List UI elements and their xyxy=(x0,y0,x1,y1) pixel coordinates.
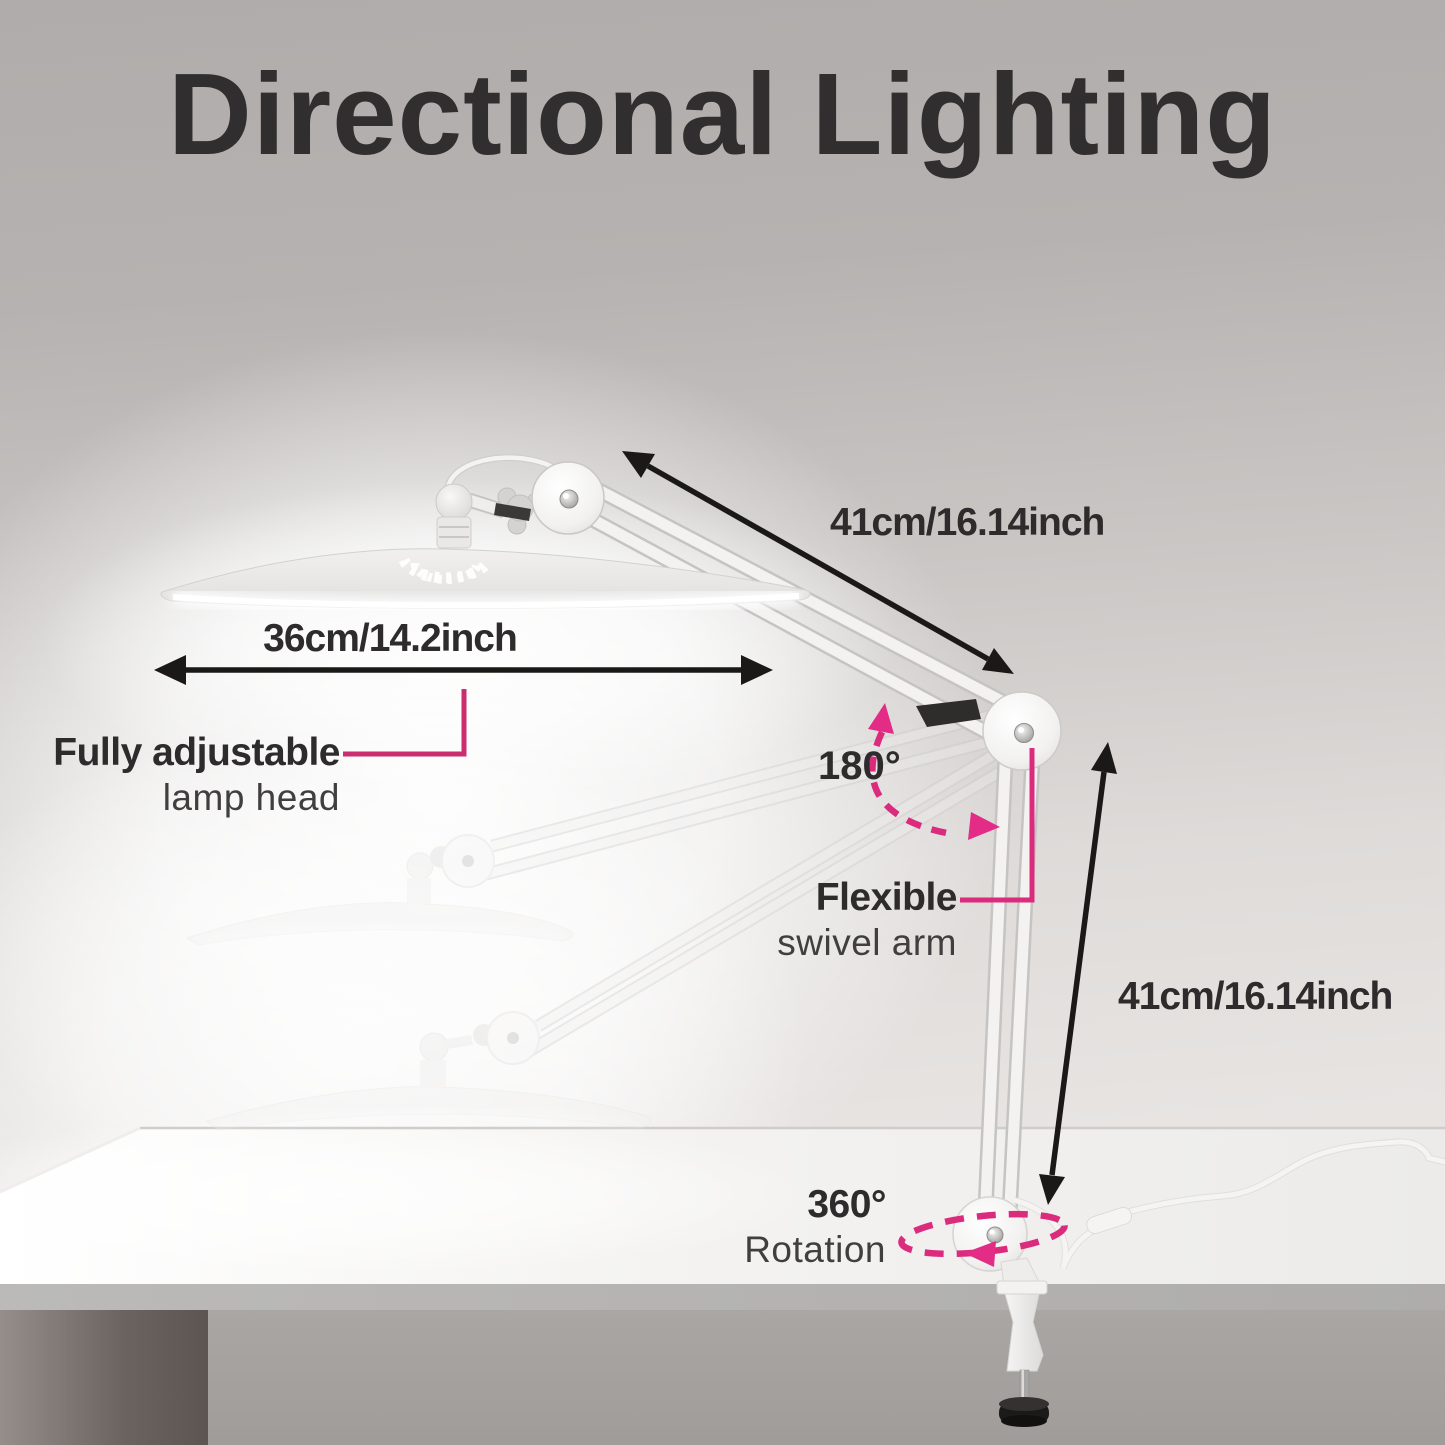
label-upper-arm-length: 41cm/16.14inch xyxy=(830,501,1105,544)
lamp-head xyxy=(160,454,811,613)
label-rotation-light: Rotation xyxy=(744,1229,886,1270)
label-head-feature-light: lamp head xyxy=(162,777,340,818)
label-arm-feature-bold: Flexible xyxy=(815,876,958,919)
desk xyxy=(0,1115,1445,1445)
arm-feature-connector xyxy=(960,748,1035,903)
lamp xyxy=(160,454,1445,1427)
swivel-arc xyxy=(868,703,1000,840)
elbow-clip xyxy=(916,699,981,727)
lower-arm xyxy=(977,737,1041,1232)
under-desk-shadow xyxy=(0,1310,208,1445)
clamp-knob xyxy=(999,1397,1049,1427)
label-arm-feature: Flexible swivel arm xyxy=(777,875,957,965)
pink-annotations xyxy=(343,689,1068,1267)
ghost-lamp-mid xyxy=(185,705,1006,946)
label-arm-feature-light: swivel arm xyxy=(777,922,957,963)
cord-switch xyxy=(1086,1206,1133,1235)
label-rotation-angle: 360° xyxy=(807,1183,886,1226)
label-head-width: 36cm/14.2inch xyxy=(263,617,518,660)
measurement-arrows xyxy=(154,451,1117,1205)
arm-length-arrow xyxy=(622,451,1014,674)
rotation-ellipse xyxy=(898,1210,1068,1267)
label-head-feature-bold: Fully adjustable xyxy=(53,731,340,774)
width-arrow xyxy=(154,655,773,685)
page-title: Directional Lighting xyxy=(167,49,1278,179)
vent-fan xyxy=(398,557,493,584)
label-head-feature: Fully adjustable lamp head xyxy=(53,730,340,820)
power-cord xyxy=(1012,1138,1445,1270)
clamp xyxy=(996,1257,1049,1427)
under-desk xyxy=(208,1310,1445,1445)
ghost-lamp-low xyxy=(205,738,1016,1131)
label-rotation: 360° Rotation xyxy=(744,1182,886,1272)
label-lower-arm-length: 41cm/16.14inch xyxy=(1118,975,1393,1018)
ball-joint xyxy=(435,483,473,521)
rotation-arrowhead xyxy=(964,1241,996,1267)
elbow-joint xyxy=(982,691,1062,771)
label-swivel-angle: 180° xyxy=(818,744,901,788)
head-collar xyxy=(436,516,472,549)
height-arrow xyxy=(1039,742,1117,1205)
desk-edge xyxy=(0,1284,1445,1310)
head-feature-connector xyxy=(343,689,467,757)
